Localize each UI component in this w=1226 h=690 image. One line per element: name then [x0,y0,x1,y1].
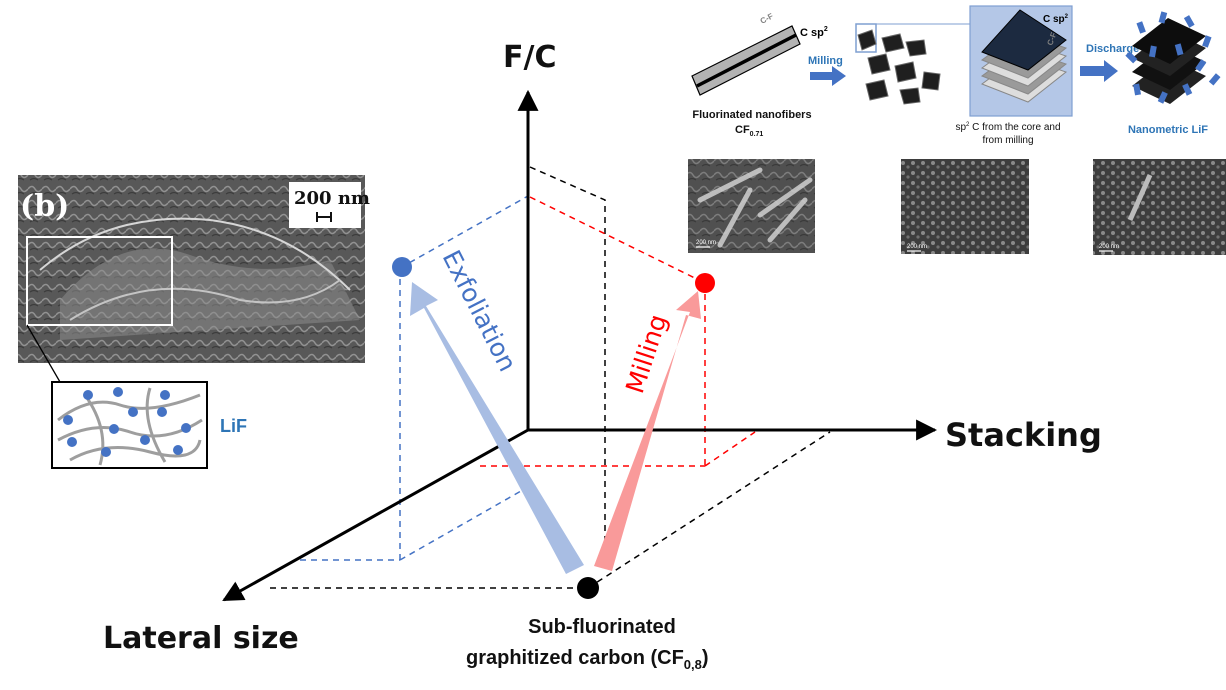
origin-caption-line2: graphitized carbon (CF0,8) [466,647,709,672]
stack-cf-label: C-F [1045,31,1058,47]
milled-point [695,273,715,293]
exfoliation-arrow [410,282,584,574]
stack-caption-line1: sp2 C from the core and [955,122,1060,133]
milling-step: Milling [808,55,846,86]
milling-step-label: Milling [808,55,843,67]
projection-lines [270,166,831,589]
z-axis-label: Lateral size [103,621,299,656]
lif-decorated-stack: Nanometric LiF [1125,11,1221,136]
micrograph-milled: 200 nm [901,159,1029,254]
y-axis-label: F/C [503,40,556,75]
micrograph-discharged: 200 nm [1093,159,1226,255]
origin-point [577,577,599,599]
fiber-schematic: C-F C sp2 Fluorinated nanofibers CF0.71 [691,12,828,138]
stack-schematic: C sp2 C-F sp2 C from the core and from m… [955,5,1073,146]
lif-inset: LiF [51,381,247,469]
discharge-step: Discharge [1080,43,1139,82]
exfoliation-label: Exfoliation [437,246,523,377]
z-axis [222,428,529,602]
sem-panel: 200 nm (b) [18,175,370,383]
micrograph-discharged-scale: 200 nm [1099,244,1119,250]
stack-caption-line2: from milling [982,135,1033,146]
lif-label: LiF [220,416,247,436]
milling-arrow [594,291,701,571]
origin-caption-line1: Sub-fluorinated [528,616,676,638]
exfoliated-point [392,257,412,277]
stack-csp-label: C sp2 [1043,14,1069,25]
fiber-title: Fluorinated nanofibers [692,109,811,121]
sem-panel-label: (b) [20,189,69,224]
axes [222,89,938,602]
discharge-step-label: Discharge [1086,43,1139,55]
micrograph-fibers: 200 nm [688,159,815,253]
milled-fragments [855,23,980,105]
sem-scale-label: 200 nm [294,188,370,209]
sem-zoom-box [26,236,173,326]
fiber-formula: CF0.71 [735,124,763,138]
x-axis-label: Stacking [945,416,1102,454]
fiber-csp-label: C sp2 [800,26,828,39]
micrograph-milled-scale: 200 nm [907,244,927,250]
nanometric-lif-label: Nanometric LiF [1128,124,1208,136]
fiber-cf-label: C-F [759,12,775,26]
micrograph-fibers-scale: 200 nm [696,240,716,246]
